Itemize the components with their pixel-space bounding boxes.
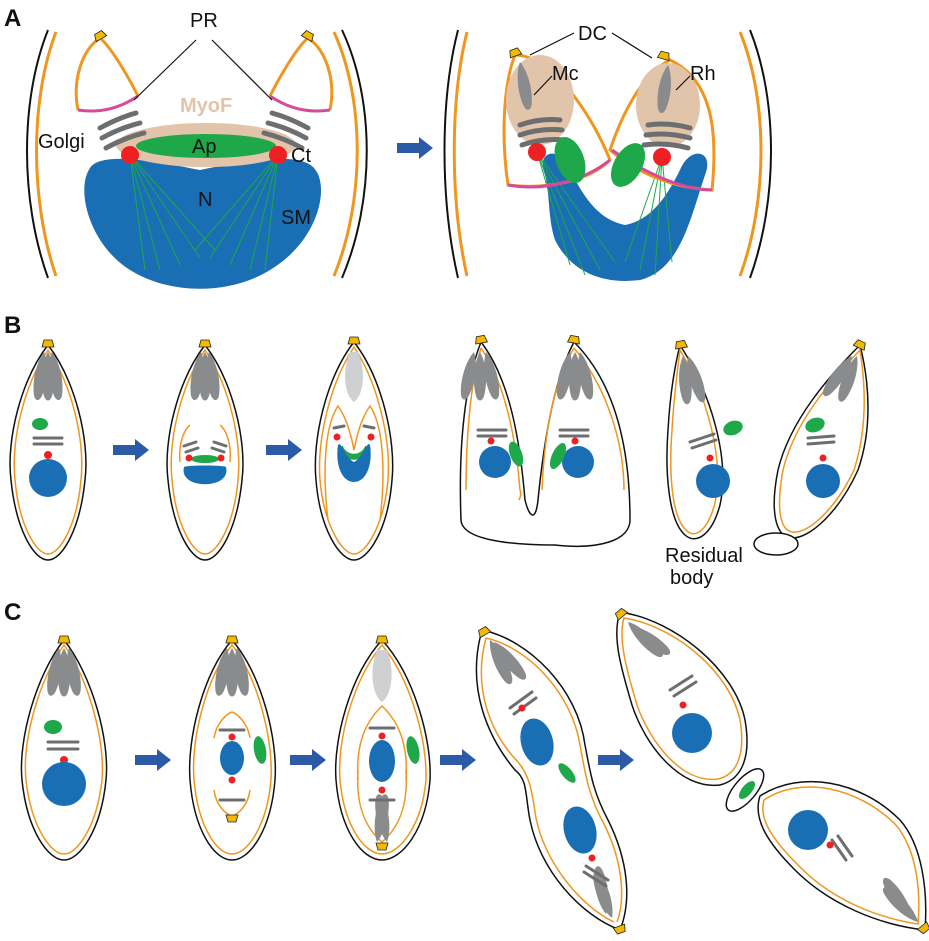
panel-a-right-cell: DC Mc Rh <box>445 23 772 281</box>
ring-left <box>78 96 138 111</box>
arrow-c1 <box>135 749 171 771</box>
panel-label-c: C <box>4 599 21 626</box>
label-ct: Ct <box>291 145 311 167</box>
panel-label-a: A <box>4 5 21 32</box>
panel-label-b: B <box>4 312 21 339</box>
ring-right <box>270 96 330 111</box>
panel-b-stage-2 <box>167 340 243 560</box>
pr-line-right <box>212 40 272 100</box>
panel-b-stage-3 <box>315 337 392 560</box>
centrosome-left <box>121 146 139 164</box>
panel-b-stage-1 <box>10 340 86 560</box>
label-pr: PR <box>190 10 218 32</box>
panel-b-stage-5: Residual body <box>665 339 868 589</box>
panel-c-stage-1 <box>21 636 106 860</box>
label-golgi: Golgi <box>38 131 85 153</box>
label-sm: SM <box>281 207 311 229</box>
panel-c-stage-2 <box>190 636 276 860</box>
residual-body <box>754 533 798 555</box>
label-dc: DC <box>578 23 607 45</box>
label-residual-2: body <box>670 567 713 589</box>
panel-b-stage-4 <box>458 335 630 546</box>
centrosome-right <box>269 146 287 164</box>
arrow-a <box>397 137 433 159</box>
pr-line-left <box>134 40 196 100</box>
mother-imc-left <box>37 32 57 276</box>
panel-a-left-cell: PR MyoF Golgi Ap Ct N SM <box>27 10 367 289</box>
centrosome-a2-right <box>653 148 671 166</box>
arrow-c4 <box>598 749 634 771</box>
label-ap: Ap <box>192 136 216 158</box>
label-n: N <box>198 189 212 211</box>
panel-c-stage-5 <box>614 607 929 935</box>
panel-c-stage-3 <box>336 636 430 860</box>
arrow-b1 <box>113 439 149 461</box>
label-residual-1: Residual <box>665 545 743 567</box>
panel-c-stage-4 <box>476 626 627 935</box>
label-rh: Rh <box>690 63 716 85</box>
mother-imc-right <box>334 32 357 276</box>
label-mc: Mc <box>552 63 579 85</box>
label-myof: MyoF <box>180 95 232 117</box>
arrow-c3 <box>440 749 476 771</box>
arrow-b2 <box>266 439 302 461</box>
daughter-cap-right <box>270 38 332 110</box>
daughter-cap-left <box>76 38 138 110</box>
centrosome-a2-left <box>528 143 546 161</box>
arrow-c2 <box>290 749 326 771</box>
